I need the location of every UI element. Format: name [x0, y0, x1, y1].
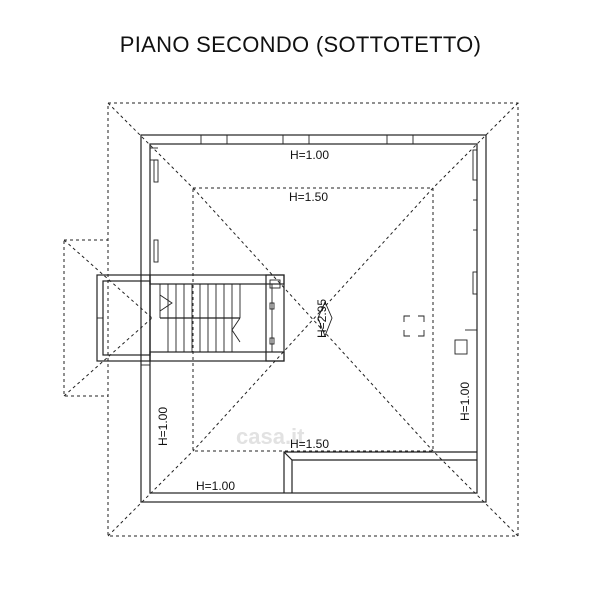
stairwell — [96, 274, 285, 362]
height-label-left-side: H=1.00 — [156, 407, 170, 446]
roof-hip-lines — [107, 102, 519, 537]
ridge-diagonals — [192, 187, 434, 452]
ridge-center-marker — [317, 300, 425, 338]
plan-title: PIANO SECONDO (SOTTOTETTO) — [119, 32, 482, 57]
inner-height-line — [192, 187, 434, 452]
height-label-top-outer: H=1.00 — [290, 148, 329, 162]
height-label-top-inner: H=1.50 — [289, 190, 328, 204]
watermark: casa.it — [236, 424, 305, 449]
height-label-right-side: H=1.00 — [458, 382, 472, 421]
lower-partition — [283, 451, 477, 493]
height-label-ridge: H=2.95 — [315, 299, 329, 338]
exterior-walls — [140, 134, 487, 503]
roof-outline — [63, 102, 519, 537]
height-label-bottom-inner: H=1.50 — [290, 437, 329, 451]
height-label-bottom-outer: H=1.00 — [196, 479, 235, 493]
